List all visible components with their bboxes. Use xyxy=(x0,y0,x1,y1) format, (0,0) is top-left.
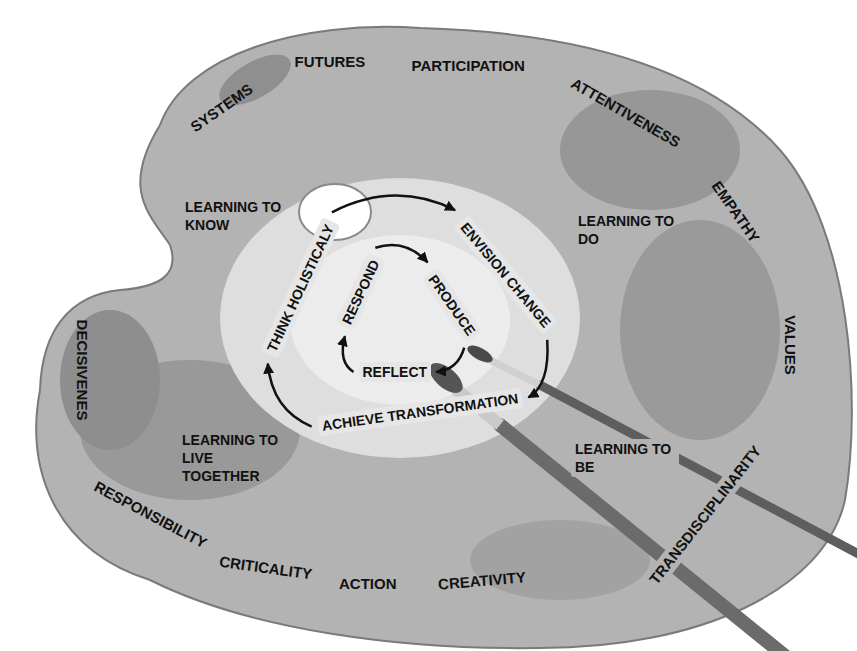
cycle-arrow xyxy=(528,340,547,398)
palette-word: LEARNING TO DO xyxy=(578,212,678,248)
cycle-arrow xyxy=(268,364,312,427)
palette-word: LEARNING TO KNOW xyxy=(185,198,285,234)
palette-word: LEARNING TO BE xyxy=(571,439,679,477)
palette-word: LEARNING TO LIVE TOGETHER xyxy=(182,431,282,485)
cycle-arrow xyxy=(332,196,455,213)
palette-word: PARTICIPATION xyxy=(412,57,525,75)
palette-board xyxy=(36,27,852,648)
palette-word: ACTION xyxy=(339,575,397,593)
palette-word: VALUES xyxy=(781,315,799,375)
cycle-step: REFLECT xyxy=(359,362,432,382)
cycle-arrow xyxy=(343,336,354,372)
cycle-arrow xyxy=(436,348,464,372)
step-text: REFLECT xyxy=(363,363,428,381)
palette-word: DECISIVENES xyxy=(73,320,91,421)
paint-blobs xyxy=(60,44,780,600)
palette-word: FUTURES xyxy=(295,53,366,71)
